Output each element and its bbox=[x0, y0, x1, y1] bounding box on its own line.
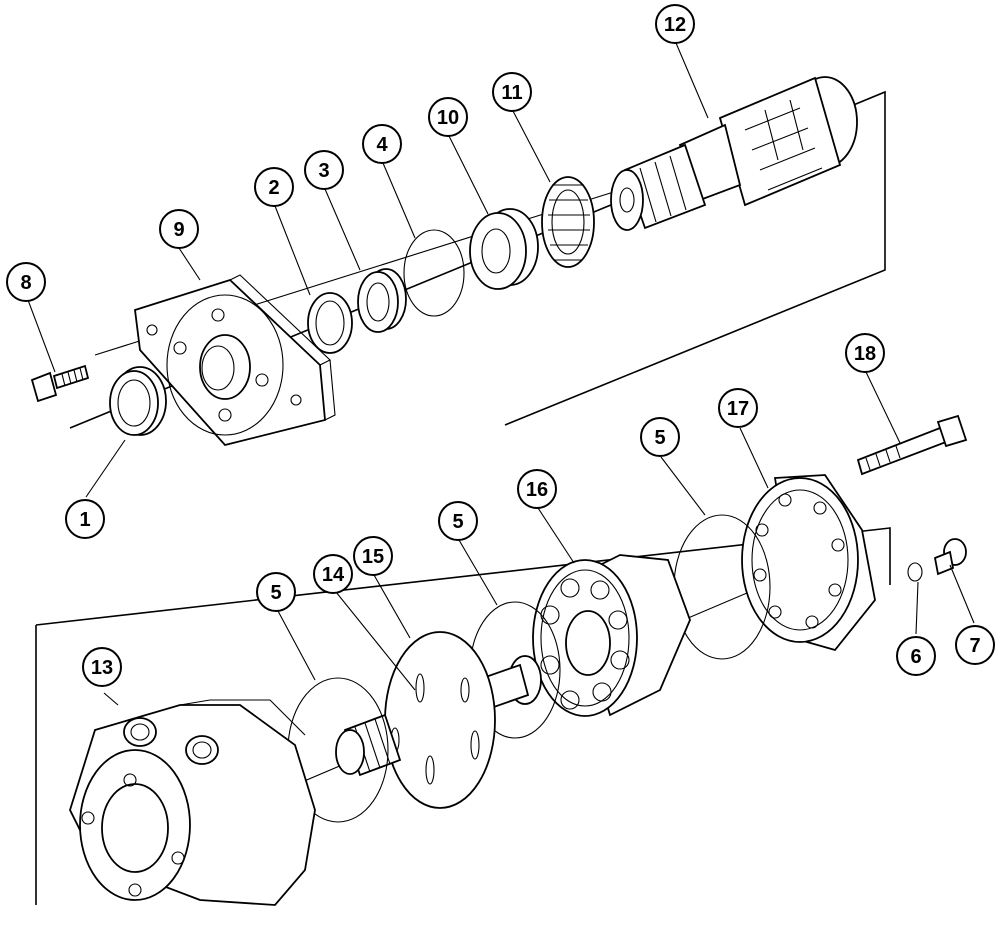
svg-text:17: 17 bbox=[727, 398, 749, 420]
callout-9: 9 bbox=[159, 209, 199, 249]
svg-text:7: 7 bbox=[969, 635, 980, 657]
svg-text:8: 8 bbox=[20, 272, 31, 294]
svg-text:6: 6 bbox=[910, 646, 921, 668]
callout-17: 17 bbox=[718, 388, 758, 428]
callout-14: 14 bbox=[313, 554, 353, 594]
svg-text:5: 5 bbox=[654, 427, 665, 449]
callout-2: 2 bbox=[254, 167, 294, 207]
callout-1: 1 bbox=[65, 499, 105, 539]
svg-text:4: 4 bbox=[376, 134, 388, 156]
svg-text:5: 5 bbox=[452, 511, 463, 533]
callout-18: 18 bbox=[845, 333, 885, 373]
svg-text:13: 13 bbox=[91, 657, 113, 679]
svg-text:9: 9 bbox=[173, 219, 184, 241]
flange-bolt bbox=[30, 364, 90, 403]
shaft-seal bbox=[357, 268, 407, 333]
small-o-ring bbox=[907, 562, 923, 582]
gerotor-set bbox=[532, 554, 691, 717]
callout-7: 7 bbox=[955, 625, 995, 665]
motor-housing bbox=[69, 699, 316, 906]
callout-8: 8 bbox=[6, 262, 46, 302]
leader-lines bbox=[27, 42, 975, 706]
svg-text:3: 3 bbox=[318, 160, 329, 182]
callout-16: 16 bbox=[517, 469, 557, 509]
svg-text:2: 2 bbox=[268, 177, 279, 199]
lower-bracket-line bbox=[35, 527, 891, 905]
callout-13: 13 bbox=[82, 647, 122, 687]
callout-6: 6 bbox=[896, 636, 936, 676]
svg-text:16: 16 bbox=[526, 479, 548, 501]
cap-bolt bbox=[856, 414, 968, 476]
o-ring bbox=[403, 229, 465, 317]
callout-10: 10 bbox=[428, 97, 468, 137]
end-cap bbox=[741, 474, 876, 652]
seal-ring bbox=[109, 366, 167, 436]
svg-text:11: 11 bbox=[501, 82, 522, 104]
svg-text:1: 1 bbox=[79, 509, 90, 531]
svg-text:14: 14 bbox=[322, 564, 345, 586]
svg-text:15: 15 bbox=[362, 546, 384, 568]
plug bbox=[933, 538, 967, 576]
callout-5-right: 5 bbox=[640, 417, 680, 457]
callout-12: 12 bbox=[655, 4, 695, 44]
bearing-race bbox=[469, 208, 539, 290]
mounting-flange bbox=[134, 274, 336, 447]
callout-15: 15 bbox=[353, 536, 393, 576]
callout-11: 11 bbox=[492, 72, 532, 112]
callout-5-left: 5 bbox=[256, 572, 296, 612]
svg-text:10: 10 bbox=[437, 107, 459, 129]
svg-text:12: 12 bbox=[664, 14, 686, 36]
svg-text:5: 5 bbox=[270, 582, 281, 604]
callout-4: 4 bbox=[362, 124, 402, 164]
svg-text:18: 18 bbox=[854, 343, 876, 365]
output-shaft bbox=[610, 76, 858, 231]
wear-plate bbox=[384, 631, 496, 809]
needle-bearing bbox=[541, 176, 595, 268]
callout-5-middle: 5 bbox=[438, 501, 478, 541]
callout-3: 3 bbox=[304, 150, 344, 190]
retaining-ring bbox=[307, 292, 353, 354]
